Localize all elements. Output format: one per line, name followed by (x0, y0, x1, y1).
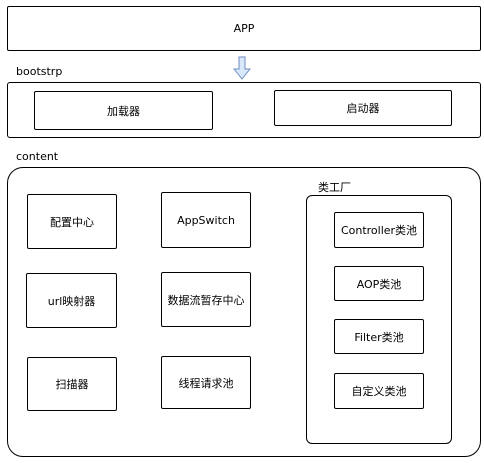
launcher-label: 启动器 (346, 102, 380, 115)
scanner-box: 扫描器 (27, 357, 117, 411)
content-title: content (16, 150, 59, 163)
loader-box: 加载器 (34, 91, 213, 130)
factory-title: 类工厂 (318, 181, 351, 194)
thread-pool-label: 线程请求池 (178, 376, 234, 390)
scanner-label: 扫描器 (55, 378, 89, 391)
controller-pool-label: Controller类池 (340, 224, 418, 237)
appswitch-box: AppSwitch (161, 192, 251, 248)
launcher-box: 启动器 (274, 90, 452, 126)
down-arrow-icon (233, 56, 251, 80)
url-mapper-box: url映射器 (26, 273, 117, 328)
config-center-label: 配置中心 (50, 215, 94, 229)
bootstrp-title: bootstrp (16, 65, 63, 78)
dataflow-cache-box: 数据流暂存中心 (161, 272, 251, 327)
dataflow-cache-label: 数据流暂存中心 (167, 293, 245, 307)
aop-pool-box: AOP类池 (334, 266, 424, 301)
controller-pool-box: Controller类池 (334, 212, 424, 248)
filter-pool-label: Filter类池 (354, 330, 404, 344)
app-label: APP (233, 22, 255, 35)
app-box: APP (7, 6, 481, 51)
url-mapper-label: url映射器 (47, 294, 96, 308)
custom-pool-label: 自定义类池 (351, 385, 407, 398)
thread-pool-box: 线程请求池 (161, 356, 251, 409)
filter-pool-box: Filter类池 (334, 319, 424, 354)
appswitch-label: AppSwitch (177, 213, 235, 227)
custom-pool-box: 自定义类池 (334, 373, 424, 409)
loader-label: 加载器 (107, 104, 140, 118)
aop-pool-label: AOP类池 (356, 277, 402, 291)
config-center-box: 配置中心 (27, 194, 117, 249)
